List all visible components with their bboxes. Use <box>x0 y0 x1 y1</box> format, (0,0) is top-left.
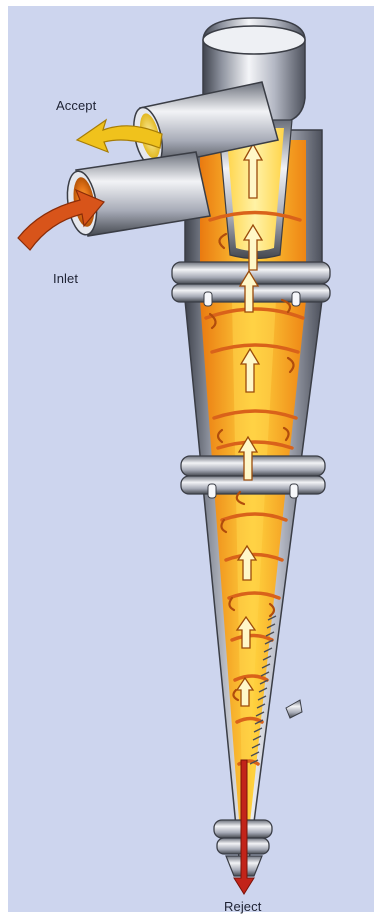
inlet-label: Inlet <box>53 271 78 286</box>
accept-label: Accept <box>56 98 96 113</box>
reject-label: Reject <box>224 899 261 914</box>
